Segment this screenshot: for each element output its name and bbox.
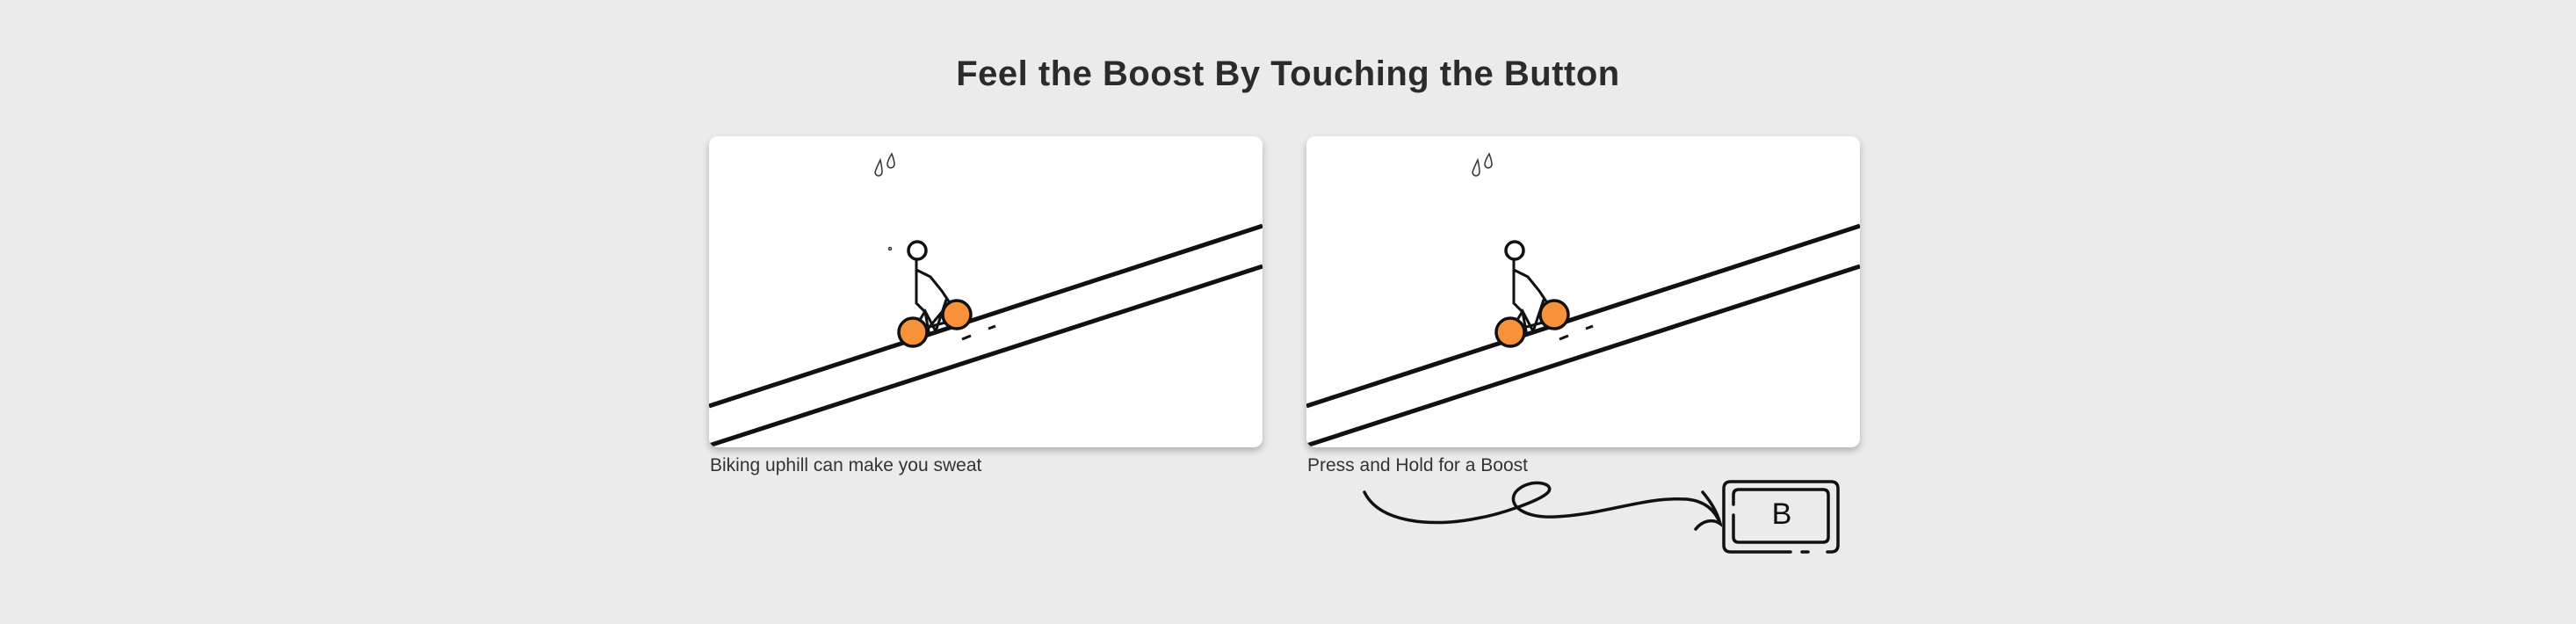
panel-caption: Press and Hold for a Boost	[1307, 455, 1528, 475]
road	[1306, 223, 1860, 447]
illustration-card-sweat	[709, 136, 1263, 447]
sweat-drops-icon	[874, 152, 895, 251]
cyclist-uphill-illustration	[1306, 152, 1860, 447]
sweat-drops-icon	[1472, 152, 1493, 177]
curly-arrow-icon	[1363, 481, 1722, 531]
button-frame-icon	[1722, 480, 1840, 554]
road	[709, 223, 1263, 447]
page-title: Feel the Boost By Touching the Button	[956, 54, 1620, 93]
wheels	[897, 299, 973, 348]
cyclist-uphill-illustration	[709, 152, 1263, 447]
illustration-card-boost	[1306, 136, 1860, 447]
boost-button[interactable]: B	[1720, 478, 1843, 559]
wheels	[1494, 299, 1570, 348]
panel-caption: Biking uphill can make you sweat	[710, 455, 982, 475]
boost-button-label: B	[1771, 497, 1792, 531]
